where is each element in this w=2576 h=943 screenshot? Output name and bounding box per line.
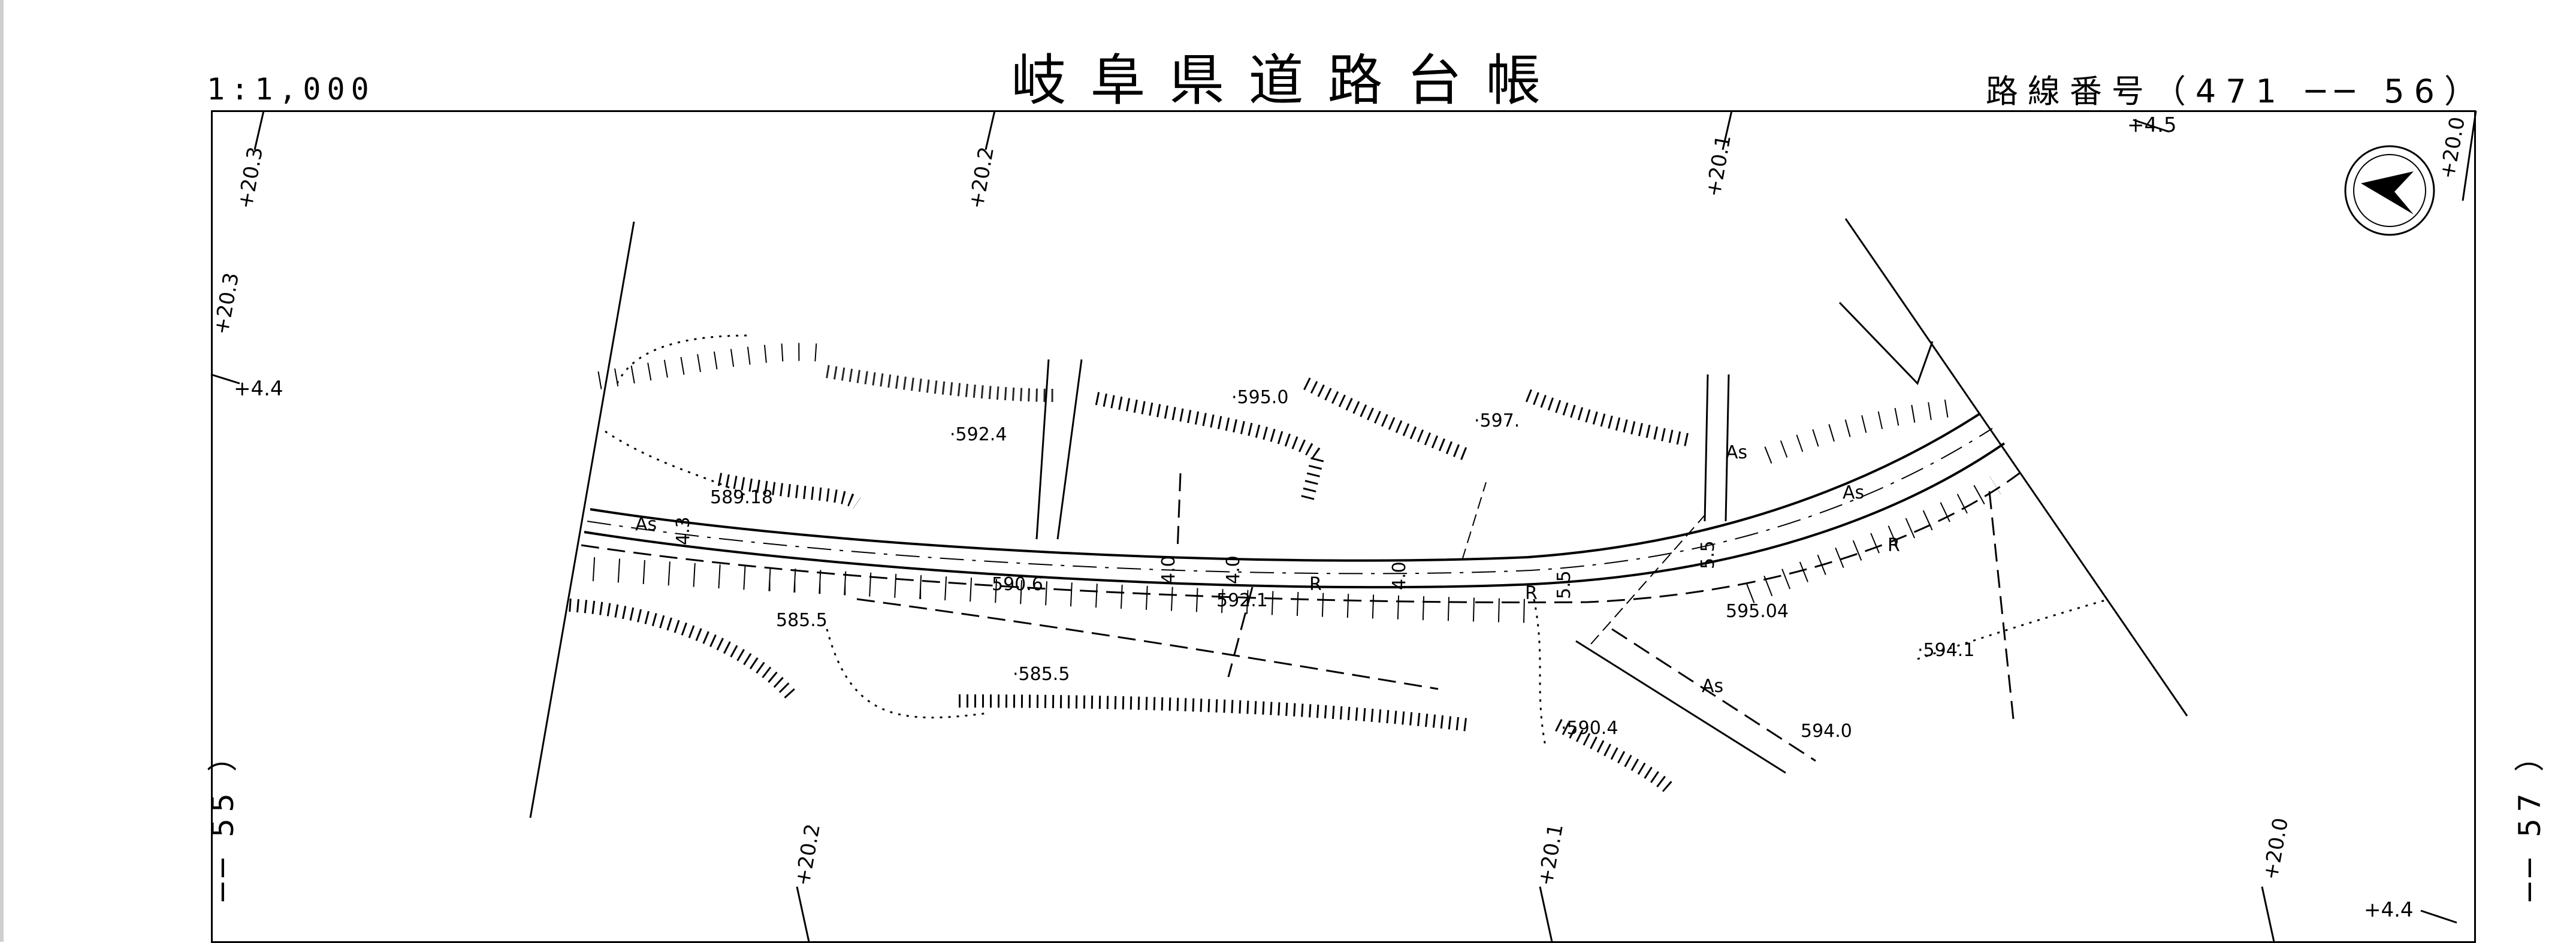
spot-height: ·590.4: [1561, 718, 1618, 739]
surface-label: As: [1726, 442, 1747, 463]
road-annotations: As As As As R R R R 4.0 4.0 4.0 5.5 5.5 …: [635, 442, 1900, 697]
slope-hatching: [569, 343, 2001, 796]
width-label: 5.5: [1554, 570, 1575, 599]
boundary-lines: [605, 334, 2110, 749]
edge-label: R: [1888, 535, 1900, 556]
survey-boundary: [529, 218, 2188, 818]
page-edge: [0, 0, 4, 942]
sheet-title: 岐阜県道路台帳: [1011, 49, 1565, 113]
spot-height: 595.04: [1726, 601, 1789, 622]
margin-coordinates: [210, 110, 2477, 942]
grid-label: +20.0: [2258, 816, 2293, 882]
width-label: 4.0: [1389, 561, 1410, 590]
route-number: 路線番号（471 ── 56）: [1985, 72, 2486, 110]
spot-height: 589.18: [710, 487, 773, 508]
edge-label: R: [1309, 574, 1322, 595]
north-arrow-icon: [2344, 145, 2435, 236]
spot-heights: ·592.4 ·595.0 ·597. 589.18 590.6 592.1 5…: [710, 387, 1974, 742]
grid-label: +4.5: [2127, 113, 2177, 137]
surface-label: As: [1843, 482, 1864, 503]
spot-height: ·594.1: [1917, 640, 1974, 661]
spot-height: ·592.4: [950, 424, 1007, 445]
margin-coordinate-labels: +20.3 +20.2 +20.1 +4.5 +20.0 +20.3 +4.4 …: [209, 113, 2469, 922]
grid-label: +4.4: [2364, 898, 2414, 922]
surface-label: As: [1702, 676, 1723, 697]
grid-label: +20.0: [2435, 115, 2469, 181]
grid-label: +20.2: [790, 822, 825, 888]
grid-label: +20.3: [209, 271, 243, 337]
grid-label: +4.4: [234, 377, 283, 401]
surface-label: As: [635, 514, 657, 535]
spot-height: ·585.5: [1013, 664, 1070, 685]
spot-height: 585.5: [776, 610, 828, 631]
width-label: 5.5: [1698, 540, 1719, 569]
spot-height: 590.6: [992, 574, 1043, 595]
width-label: 4.0: [1158, 555, 1179, 584]
grid-label: +20.1: [1533, 822, 1568, 888]
scale-label: 1:1,000: [207, 72, 375, 107]
spot-height: 592.1: [1216, 590, 1268, 611]
grid-label: +20.2: [964, 145, 998, 211]
spot-height: ·595.0: [1231, 387, 1288, 408]
grid-label: +20.1: [1701, 133, 1735, 199]
spot-height: ·597.: [1474, 410, 1520, 431]
width-label: 4.3: [673, 516, 694, 545]
spot-height: 594.0: [1801, 721, 1852, 742]
edge-label: R: [1525, 583, 1538, 604]
main-road: [581, 359, 2020, 774]
width-label: 4.0: [1223, 555, 1244, 584]
grid-label: +20.3: [233, 145, 267, 211]
